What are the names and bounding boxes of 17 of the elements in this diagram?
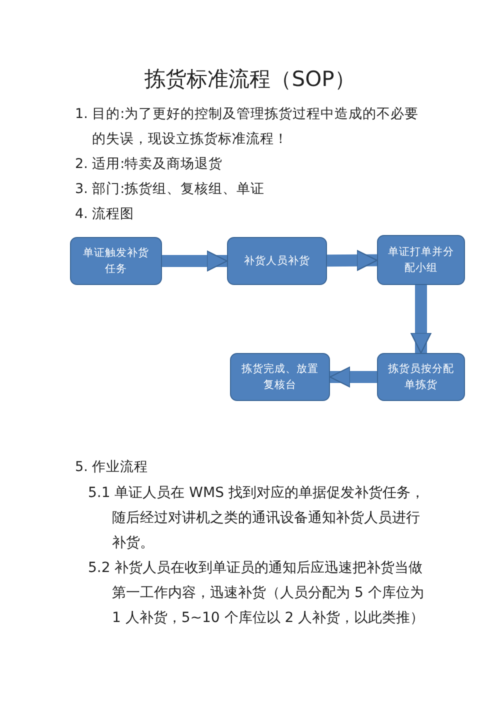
process-box: 补货人员补货 xyxy=(227,237,327,285)
list-item: 3. 部门:拣货组、复核组、单证 xyxy=(75,180,266,199)
list-item: 2. 适用:特卖及商场退货 xyxy=(75,155,224,174)
process-box: 拣货员按分配单拣货 xyxy=(377,353,465,401)
block-arrow xyxy=(329,366,377,388)
list-item: 1. 目的:为了更好的控制及管理拣货过程中造成的不必要的失误，现设立拣货标准流程！ xyxy=(75,105,420,149)
block-arrow xyxy=(410,285,432,354)
list-item: 5.1 单证人员在 WMS 找到对应的单据促发补货任务，随后经过对讲机之类的通讯设备通知补货人员进行补货。 xyxy=(88,484,426,553)
block-arrow xyxy=(326,250,378,272)
section-heading: 4. 流程图 xyxy=(75,205,136,224)
block-arrow xyxy=(162,250,228,272)
section-heading: 5. 作业流程 xyxy=(75,458,150,477)
process-box: 单证触发补货任务 xyxy=(70,237,162,285)
process-box: 单证打单并分配小组 xyxy=(377,235,465,285)
list-item: 5.2 补货人员在收到单证员的通知后应迅速把补货当做第一工作内容，迅速补货（人员分配为 5 个库位为 1 人补货，5~10 个库位以 2 人补货，以此类推） xyxy=(88,559,426,628)
process-box: 拣货完成、放置复核台 xyxy=(230,353,330,401)
title: 拣货标准流程（SOP） xyxy=(144,66,356,93)
